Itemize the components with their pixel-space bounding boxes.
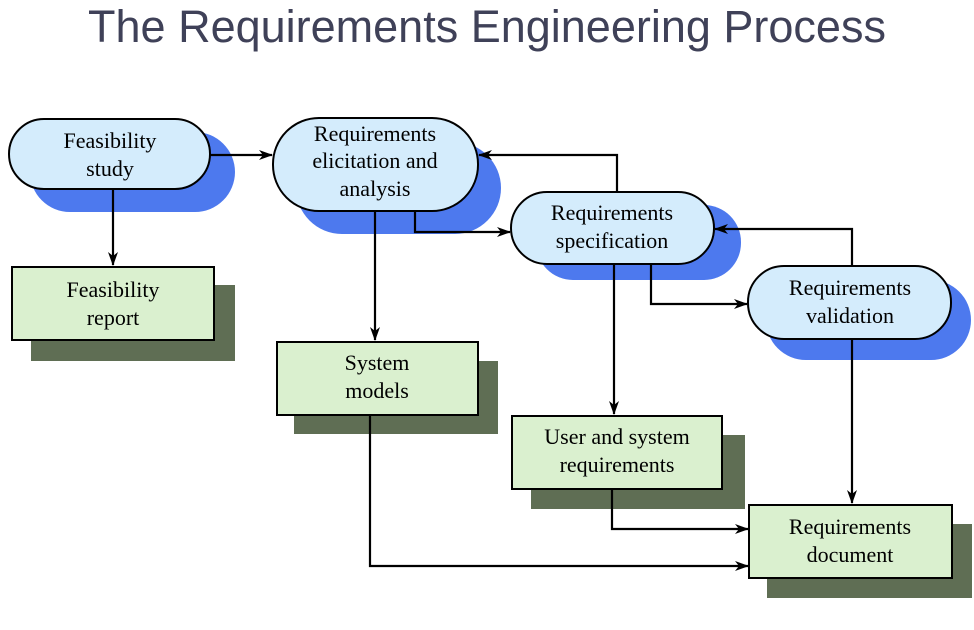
feasibility-report-label-2: report [87, 305, 140, 330]
arrow-user-requirements-to-document [610, 489, 749, 534]
process-validation: Requirements validation [747, 265, 952, 340]
elicitation-label-3: analysis [340, 176, 411, 201]
process-elicitation-analysis: Requirements elicitation and analysis [272, 117, 479, 212]
validation-label-1: Requirements [789, 275, 911, 300]
feasibility-report-label-1: Feasibility [67, 277, 160, 302]
user-system-requirements-label-2: requirements [560, 452, 675, 477]
elicitation-label-1: Requirements [314, 121, 436, 146]
specification-label-2: specification [556, 228, 668, 253]
feasibility-study-label-2: study [86, 156, 134, 181]
feasibility-study-label-1: Feasibility [64, 128, 157, 153]
arrow-elicitation-to-specification [413, 211, 511, 237]
arrow-validation-to-specification [714, 224, 854, 266]
requirements-document-label-1: Requirements [789, 514, 911, 539]
document-feasibility-report: Feasibility report [11, 266, 215, 341]
specification-label-1: Requirements [551, 200, 673, 225]
process-specification: Requirements specification [510, 191, 715, 265]
arrows [108, 150, 857, 571]
validation-label-2: validation [806, 303, 894, 328]
elicitation-label-2: elicitation and [312, 148, 437, 173]
document-system-models: System models [276, 341, 479, 416]
arrow-specification-to-elicitation [478, 150, 619, 192]
user-system-requirements-label-1: User and system [544, 424, 689, 449]
document-requirements-document: Requirements document [748, 504, 953, 579]
system-models-label-2: models [345, 378, 409, 403]
diagram-title: The Requirements Engineering Process [88, 1, 886, 52]
process-feasibility-study: Feasibility study [8, 118, 211, 190]
requirements-document-label-2: document [807, 542, 894, 567]
document-user-system-requirements: User and system requirements [511, 415, 723, 490]
arrow-specification-to-validation [649, 264, 748, 309]
arrow-models-to-document [368, 415, 749, 571]
system-models-label-1: System [345, 350, 410, 375]
